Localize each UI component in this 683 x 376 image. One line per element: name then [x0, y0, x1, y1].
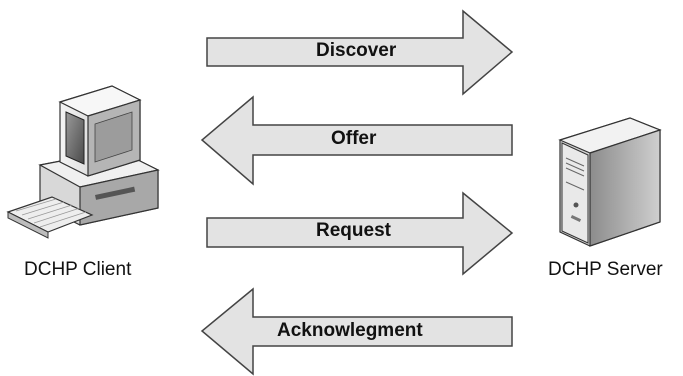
- offer-label: Offer: [331, 128, 377, 149]
- request-arrow: [206, 191, 514, 276]
- client-label: DCHP Client: [24, 259, 132, 280]
- request-label: Request: [316, 220, 391, 241]
- discover-arrow: [206, 9, 514, 96]
- acknowlegment-label: Acknowlegment: [277, 320, 423, 341]
- server-tower-icon: [558, 117, 662, 247]
- offer-arrow: [200, 95, 513, 186]
- client-computer-icon: [6, 85, 160, 239]
- server-label: DCHP Server: [548, 259, 663, 280]
- discover-label: Discover: [316, 40, 397, 61]
- acknowlegment-arrow: [200, 287, 513, 376]
